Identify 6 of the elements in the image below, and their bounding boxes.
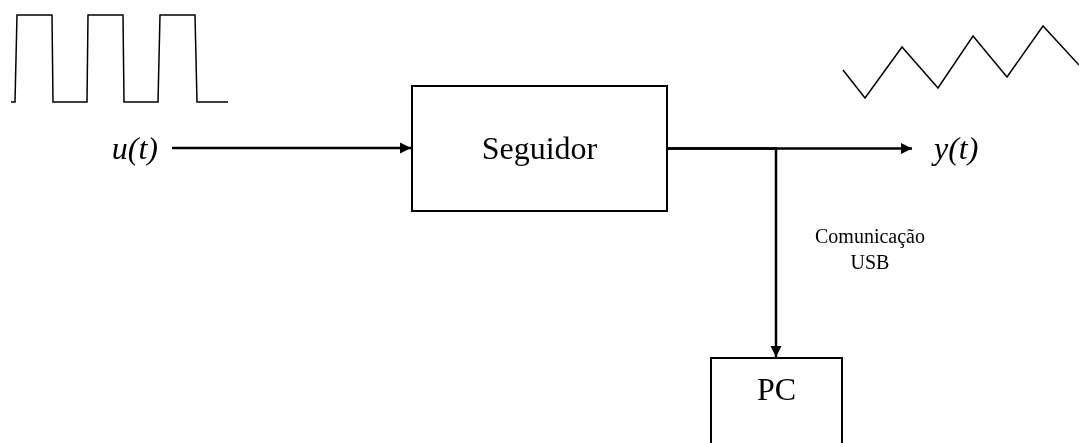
arrow xyxy=(172,142,411,154)
signal-label: y(t) xyxy=(912,118,1022,178)
process-box: PC xyxy=(710,357,843,443)
process-box: Seguidor xyxy=(411,85,668,212)
arrow xyxy=(668,147,782,357)
signal-label: u(t) xyxy=(60,118,172,178)
